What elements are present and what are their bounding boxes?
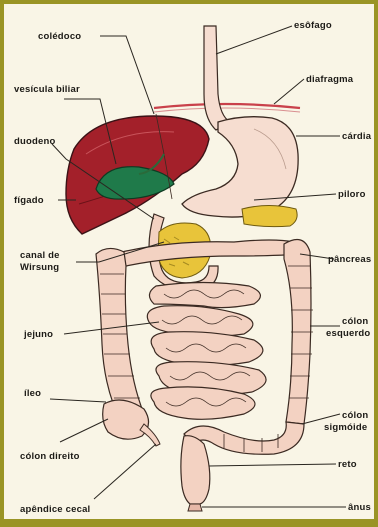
label-colon-esquerdo-1: cólon [342,316,368,327]
label-jejuno: jejuno [23,329,53,340]
esophagus-shape [204,26,230,130]
label-ileo: íleo [24,388,41,399]
anus [188,504,202,511]
label-pancreas: pâncreas [328,254,371,265]
label-duodeno: duodeno [14,136,56,147]
label-wirsung: Wirsung [20,262,59,273]
label-coledoco: colédoco [38,31,81,42]
diaphragm-line [154,104,300,108]
label-esofago: esôfago [294,20,332,31]
label-colon-sigmoide-1: cólon [342,410,368,421]
label-piloro: piloro [338,189,366,200]
label-vesicula-biliar: vesícula biliar [14,84,80,95]
cecum [103,400,149,439]
small-intestine [147,283,266,420]
label-reto: reto [338,459,357,470]
label-figado: fígado [14,195,44,206]
label-canal-de: canal de [20,250,60,261]
label-anus: ânus [348,502,371,513]
label-apendice-cecal: apêndice cecal [20,504,90,515]
label-diafragma: diafragma [306,74,354,85]
label-cardia: cárdia [342,131,372,142]
label-colon-direito: cólon direito [20,451,80,462]
pancreas-tail [242,206,297,227]
label-colon-esquerdo-2: esquerdo [326,328,370,339]
digestive-system-diagram: colédoco vesícula biliar duodeno fígado … [4,4,378,527]
rectum [181,436,210,504]
label-colon-sigmoide-2: sigmóide [324,422,367,433]
